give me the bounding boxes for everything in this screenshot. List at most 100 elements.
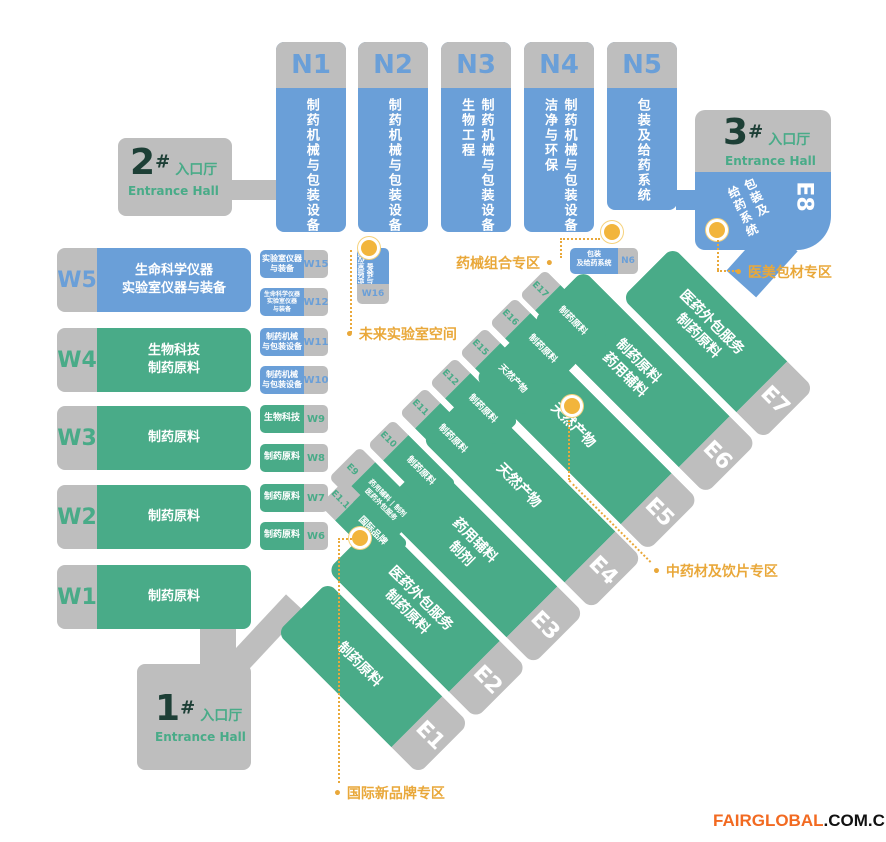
bulb-icon	[709, 222, 725, 238]
hall-label: 包装 及给药系统	[570, 248, 618, 274]
e8-label: 包装及 给药系统	[724, 175, 772, 241]
hall-label: 制药机械与包装设备	[385, 98, 401, 232]
entrance-hall-3[interactable]: 3# 入口厅 Entrance Hall	[695, 110, 831, 172]
leader-line	[338, 538, 352, 540]
hall-id: N6	[618, 248, 638, 274]
hall-id: W2	[57, 485, 97, 549]
leader-line	[338, 538, 340, 783]
hall-label: 生命科学仪器 实验室仪器 与装备	[260, 288, 304, 316]
hall-id: N1	[291, 50, 331, 80]
entrance-zh: 入口厅	[768, 132, 811, 148]
hall-n1[interactable]: N1 制药机械与包装设备	[276, 42, 346, 232]
zone-label: 中药材及饮片专区	[665, 564, 778, 580]
entrance-sup: #	[155, 151, 171, 173]
hall-cap: N4	[524, 42, 594, 88]
leader-line	[560, 238, 600, 240]
entrance-num: 2	[130, 142, 156, 183]
e8-id: E8	[791, 181, 817, 212]
hall-id: N5	[622, 50, 662, 80]
bulb-icon	[352, 530, 368, 546]
hall-label: 制药机械与包装设备	[303, 98, 319, 232]
hall-label: 生物科技	[260, 405, 304, 433]
hall-n3[interactable]: N3 制药机械与包装设备 生物工程	[441, 42, 511, 232]
entrance-zh: 入口厅	[175, 162, 218, 178]
hall-label: 制药原料	[97, 485, 251, 549]
entrance-hall-2[interactable]: 2# 入口厅 Entrance Hall	[118, 138, 232, 216]
entrance-zh: 入口厅	[200, 708, 243, 724]
hall-id: W1	[57, 565, 97, 629]
zone-label: 国际新品牌专区	[346, 786, 445, 802]
zone-tcm: • 中药材及饮片专区	[652, 564, 778, 580]
hall-id: W15	[304, 250, 328, 278]
leader-line	[717, 270, 737, 272]
hall-id: W11	[304, 328, 328, 356]
hall-label: 制药原料	[260, 444, 304, 472]
footer-logo[interactable]: FAIRGLOBAL.COM.CN	[713, 811, 886, 831]
zone-label: 药械组合专区	[456, 256, 540, 272]
hall-n5[interactable]: N5 包装及给药系统	[607, 42, 677, 210]
bulb-icon	[564, 398, 580, 414]
entrance-2-number: 2# 入口厅	[130, 142, 217, 183]
hall-id: N2	[373, 50, 413, 80]
hall-id: W10	[304, 366, 328, 394]
hall-label: 实验室仪器 与装备	[260, 250, 304, 278]
hall-id: N4	[539, 50, 579, 80]
hall-n4[interactable]: N4 制药机械与包装设备 洁净与环保	[524, 42, 594, 232]
zone-future-lab: • 未来实验室空间	[345, 327, 457, 343]
zone-label: 未来实验室空间	[358, 327, 457, 343]
leader-line	[568, 420, 570, 480]
brand-domain: .COM.CN	[823, 811, 886, 830]
hall-label: 包装及给药系统	[634, 98, 650, 203]
hall-id: N3	[456, 50, 496, 80]
hall-label: 制药原料	[97, 406, 251, 470]
hall-label: 制药原料	[260, 522, 304, 550]
entrance-sup: #	[748, 121, 764, 143]
entrance-1-number: 1# 入口厅	[155, 688, 242, 729]
leader-line	[717, 240, 719, 270]
hall-label: 生命科学仪器 实验室仪器与装备	[97, 248, 251, 312]
leader-line	[350, 250, 352, 333]
hall-id: W5	[57, 248, 97, 312]
hall-id: W8	[304, 444, 328, 472]
hall-label: 制药机械与包装设备 生物工程	[459, 98, 494, 232]
hall-cap: N2	[358, 42, 428, 88]
hall-id: W4	[57, 328, 97, 392]
hall-id: W12	[304, 288, 328, 316]
hall-n2[interactable]: N2 制药机械与包装设备	[358, 42, 428, 232]
hall-id: W3	[57, 406, 97, 470]
hall-label: 制药机械与包装设备 洁净与环保	[542, 98, 577, 232]
hall-cap: N3	[441, 42, 511, 88]
hall-cap: N1	[276, 42, 346, 88]
brand-name: FAIRGLOBAL	[713, 811, 824, 830]
hall-id: W6	[304, 522, 328, 550]
hall-id: W16	[357, 284, 389, 304]
entrance-en: Entrance Hall	[725, 154, 816, 168]
zone-drug-device: 药械组合专区 •	[456, 256, 554, 272]
zone-intl-brand: • 国际新品牌专区	[333, 786, 445, 802]
entrance-en: Entrance Hall	[128, 184, 219, 198]
hall-cap: N5	[607, 42, 677, 88]
hall-id: W9	[304, 405, 328, 433]
hall-label: 制药原料	[260, 484, 304, 512]
entrance-en: Entrance Hall	[155, 730, 246, 744]
bulb-icon	[361, 240, 377, 256]
zone-label: 医美包材专区	[747, 265, 832, 281]
entrance-hall-1[interactable]: 1# 入口厅 Entrance Hall	[137, 664, 251, 770]
hall-label: 制药机械 与包装设备	[260, 328, 304, 356]
